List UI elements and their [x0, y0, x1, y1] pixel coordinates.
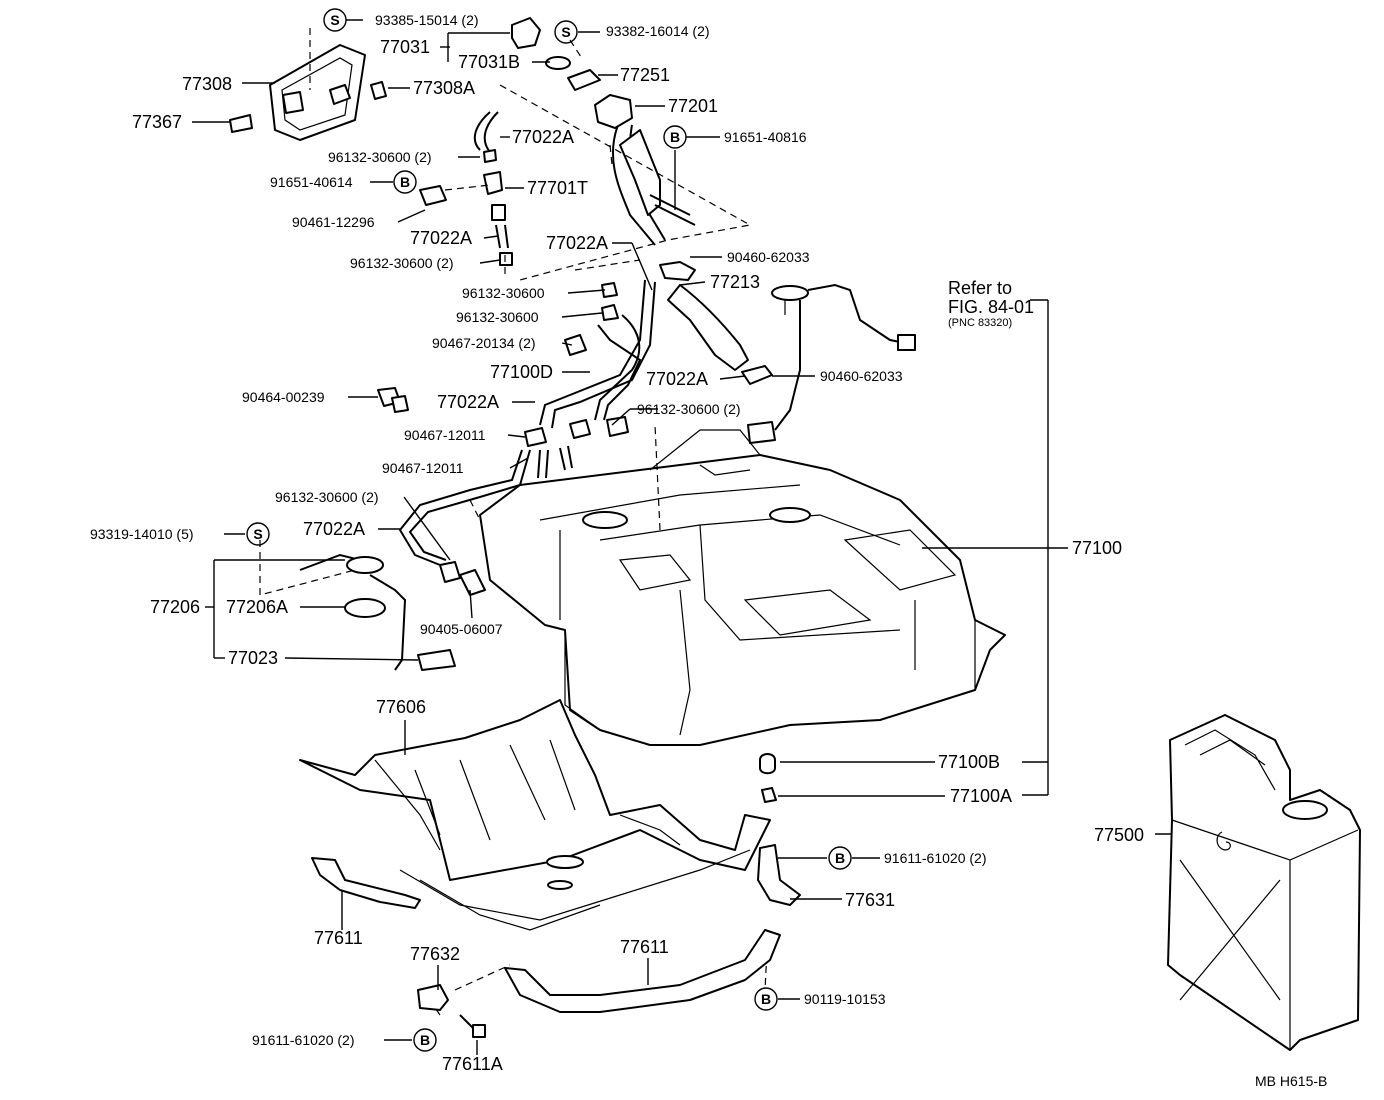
label-77308a: 77308A — [413, 78, 475, 98]
jerry-can — [1167, 714, 1361, 1051]
label-77500: 77500 — [1094, 825, 1144, 845]
fuel-tank — [479, 429, 1006, 746]
label-91611-2: 91611-61020 (2) — [252, 1032, 354, 1048]
label-77606: 77606 — [376, 697, 426, 717]
label-93319: 93319-14010 (5) — [90, 526, 194, 542]
symbol-markers: S S B B S B B B — [246, 8, 852, 1052]
label-77206: 77206 — [150, 597, 200, 617]
label-91651-40816: 91651-40816 — [724, 129, 807, 145]
b-symbol-1 — [663, 125, 687, 149]
label-77201: 77201 — [668, 96, 718, 116]
label-77100d: 77100D — [490, 362, 553, 382]
s-symbol-1-text: S — [330, 12, 339, 28]
label-96132-6: 96132-30600 (2) — [275, 489, 379, 505]
label-77631: 77631 — [845, 890, 895, 910]
label-77022a-5: 77022A — [437, 392, 499, 412]
b-symbol-1-text: B — [670, 129, 680, 145]
label-77022a-3: 77022A — [546, 233, 608, 253]
s-symbol-2 — [554, 20, 578, 44]
tank-straps — [311, 857, 781, 1013]
b-symbol-5 — [413, 1028, 437, 1052]
label-77213: 77213 — [710, 272, 760, 292]
label-90460-2: 90460-62033 — [820, 368, 903, 384]
b-symbol-2 — [393, 170, 417, 194]
sender-gauge — [299, 553, 486, 671]
s-symbol-3-text: S — [253, 526, 262, 542]
s-symbol-3 — [246, 522, 270, 546]
label-90467-12011-2: 90467-12011 — [382, 460, 464, 476]
label-90464: 90464-00239 — [242, 389, 325, 405]
label-96132-2: 96132-30600 (2) — [350, 255, 454, 271]
cover-plate — [229, 17, 601, 141]
label-77031b: 77031B — [458, 52, 520, 72]
b-symbol-2-text: B — [400, 174, 410, 190]
label-77022a-2: 77022A — [410, 228, 472, 248]
label-91651-40614: 91651-40614 — [270, 174, 353, 190]
label-77100b: 77100B — [938, 752, 1000, 772]
refer-line-1: Refer to — [948, 278, 1012, 298]
label-77632: 77632 — [410, 944, 460, 964]
b-symbol-4-text: B — [761, 991, 771, 1007]
label-77023: 77023 — [228, 648, 278, 668]
label-96132-3: 96132-30600 — [462, 285, 545, 301]
label-77611-2: 77611 — [620, 937, 669, 957]
label-96132-1: 96132-30600 (2) — [328, 149, 432, 165]
label-77367: 77367 — [132, 112, 182, 132]
label-93385: 93385-15014 (2) — [375, 12, 479, 28]
label-77308: 77308 — [182, 74, 232, 94]
label-90460-1: 90460-62033 — [727, 249, 810, 265]
label-77031: 77031 — [380, 37, 430, 57]
footer-code: MB H615-B — [1255, 1073, 1327, 1089]
label-77100a: 77100A — [950, 786, 1012, 806]
label-77251: 77251 — [620, 65, 670, 85]
label-77611a: 77611A — [442, 1054, 503, 1074]
label-93382: 93382-16014 (2) — [606, 23, 710, 39]
b-symbol-5-text: B — [420, 1032, 430, 1048]
label-77206a: 77206A — [226, 597, 288, 617]
label-90119: 90119-10153 — [804, 991, 886, 1007]
label-91611-1: 91611-61020 (2) — [884, 850, 986, 866]
b-symbol-3-text: B — [835, 850, 845, 866]
label-90461: 90461-12296 — [292, 214, 375, 230]
reference-note: Refer to FIG. 84-01 (PNC 83320) — [948, 278, 1034, 329]
label-77022a-1: 77022A — [512, 127, 574, 147]
label-77701t: 77701T — [527, 178, 588, 198]
s-symbol-1 — [323, 8, 347, 32]
label-77100: 77100 — [1072, 538, 1122, 558]
label-77611-1: 77611 — [314, 928, 363, 948]
label-96132-5: 96132-30600 (2) — [637, 401, 741, 417]
filler-pipe — [594, 94, 773, 385]
vent-hoses — [377, 111, 656, 566]
b-symbol-4 — [754, 987, 778, 1011]
label-90467-20134: 90467-20134 (2) — [432, 335, 536, 351]
label-77022a-6: 77022A — [303, 519, 365, 539]
label-96132-4: 96132-30600 — [456, 309, 539, 325]
label-90467-12011-1: 90467-12011 — [404, 427, 486, 443]
leader-lines — [192, 19, 1172, 1055]
fuel-sensor — [747, 283, 916, 444]
label-77022a-4: 77022A — [646, 369, 708, 389]
protector-plate — [299, 699, 771, 931]
brackets — [417, 753, 801, 1038]
b-symbol-3 — [828, 846, 852, 870]
refer-line-3: (PNC 83320) — [948, 317, 1012, 329]
part-labels: 93385-15014 (2) 93382-16014 (2) 77031 77… — [90, 12, 1144, 1074]
s-symbol-2-text: S — [561, 24, 570, 40]
label-90405: 90405-06007 — [420, 621, 503, 637]
refer-line-2: FIG. 84-01 — [948, 297, 1034, 317]
